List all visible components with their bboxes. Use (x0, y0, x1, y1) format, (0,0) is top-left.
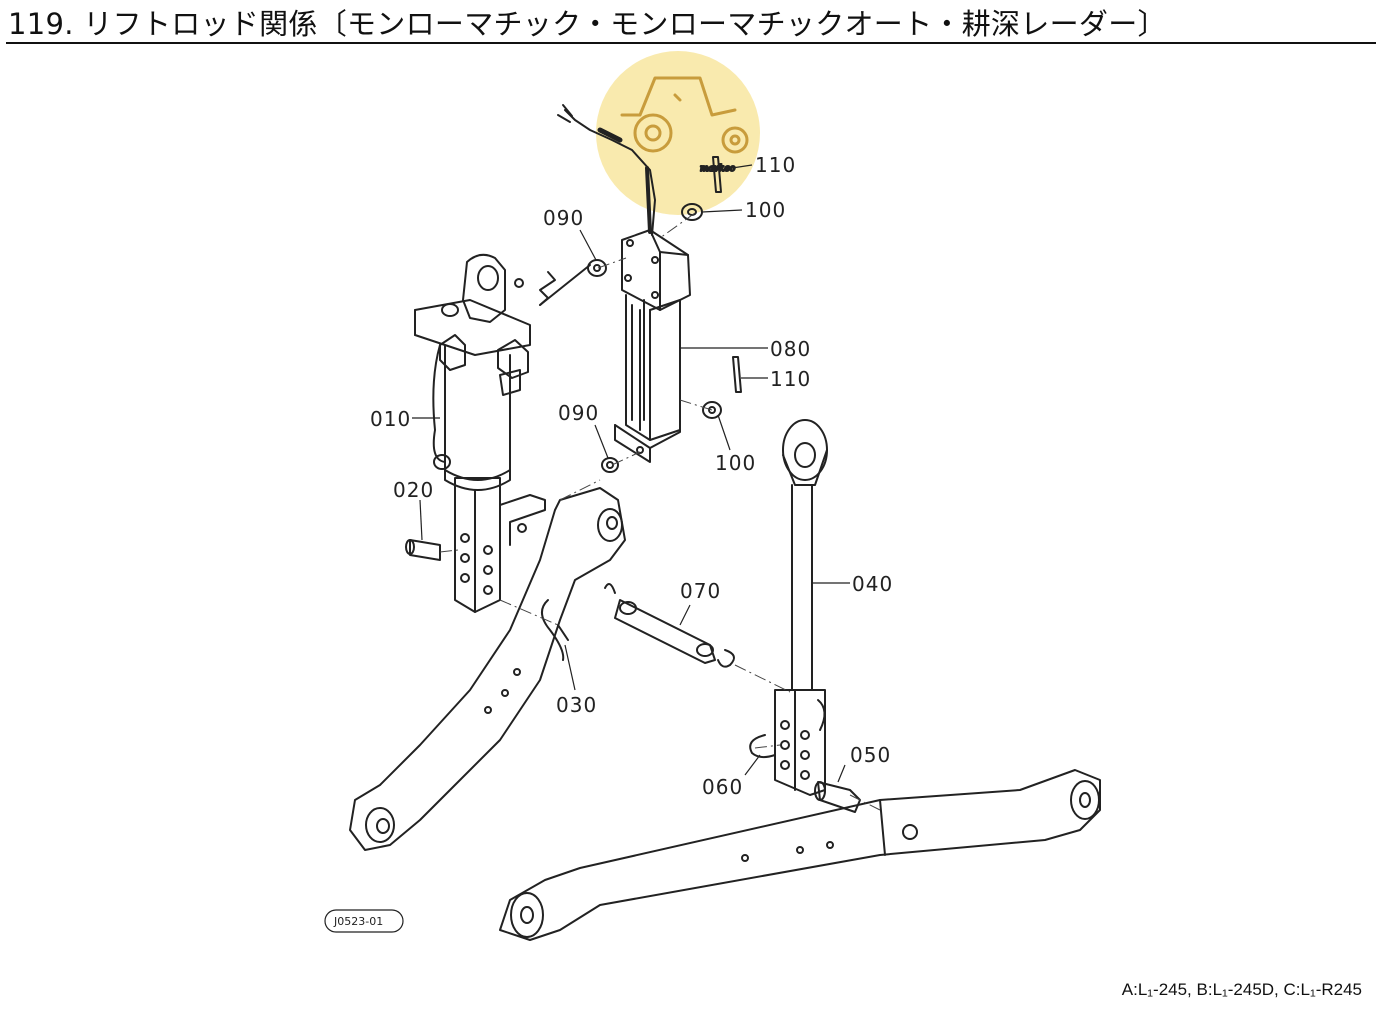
washer-100-mid (702, 401, 722, 419)
callout-110-top: 110 (755, 153, 796, 177)
clip-030 (541, 599, 569, 661)
assembly-lines (439, 212, 881, 811)
page-title: 119. リフトロッド関係〔モンローマチック・モンローマチックオート・耕深レーダ… (8, 7, 1167, 41)
callout-080: 080 (770, 337, 811, 361)
callout-010: 010 (370, 407, 411, 431)
clevis-020 (405, 477, 501, 613)
title-underline (6, 42, 1376, 44)
model-applicability-note: A:L₁-245, B:L₁-245D, C:L₁-R245 (1121, 980, 1362, 999)
sensor-080 (614, 229, 691, 463)
watermark-logo: mavkeo (596, 51, 760, 215)
lift-cylinder-010 (414, 253, 591, 491)
callout-090-top: 090 (543, 206, 584, 230)
watermark-text: mavkeo (700, 164, 736, 174)
callout-050: 050 (850, 743, 891, 767)
callout-070: 070 (680, 579, 721, 603)
right-lower-link (499, 769, 1101, 941)
pin-110-mid (732, 356, 742, 393)
pin-110-top (712, 156, 722, 193)
callout-100-mid: 100 (715, 451, 756, 475)
leader-lines (412, 164, 850, 783)
callout-030: 030 (556, 693, 597, 717)
sensor-cable (557, 104, 656, 236)
left-lower-link (349, 487, 626, 851)
callout-020: 020 (393, 478, 434, 502)
callout-090-mid: 090 (558, 401, 599, 425)
drawing-number-badge: J0523-01 (324, 909, 404, 933)
clip-060 (749, 734, 776, 759)
lift-rod-040 (774, 419, 828, 796)
callout-060: 060 (702, 775, 743, 799)
callout-100-top: 100 (745, 198, 786, 222)
callout-040: 040 (852, 572, 893, 596)
drawing-number: J0523-01 (333, 915, 383, 928)
washer-090-mid (601, 457, 619, 473)
bracket (499, 494, 546, 546)
callout-110-mid: 110 (770, 367, 811, 391)
turnbuckle-070 (604, 583, 735, 668)
washer-090-top (587, 259, 607, 277)
